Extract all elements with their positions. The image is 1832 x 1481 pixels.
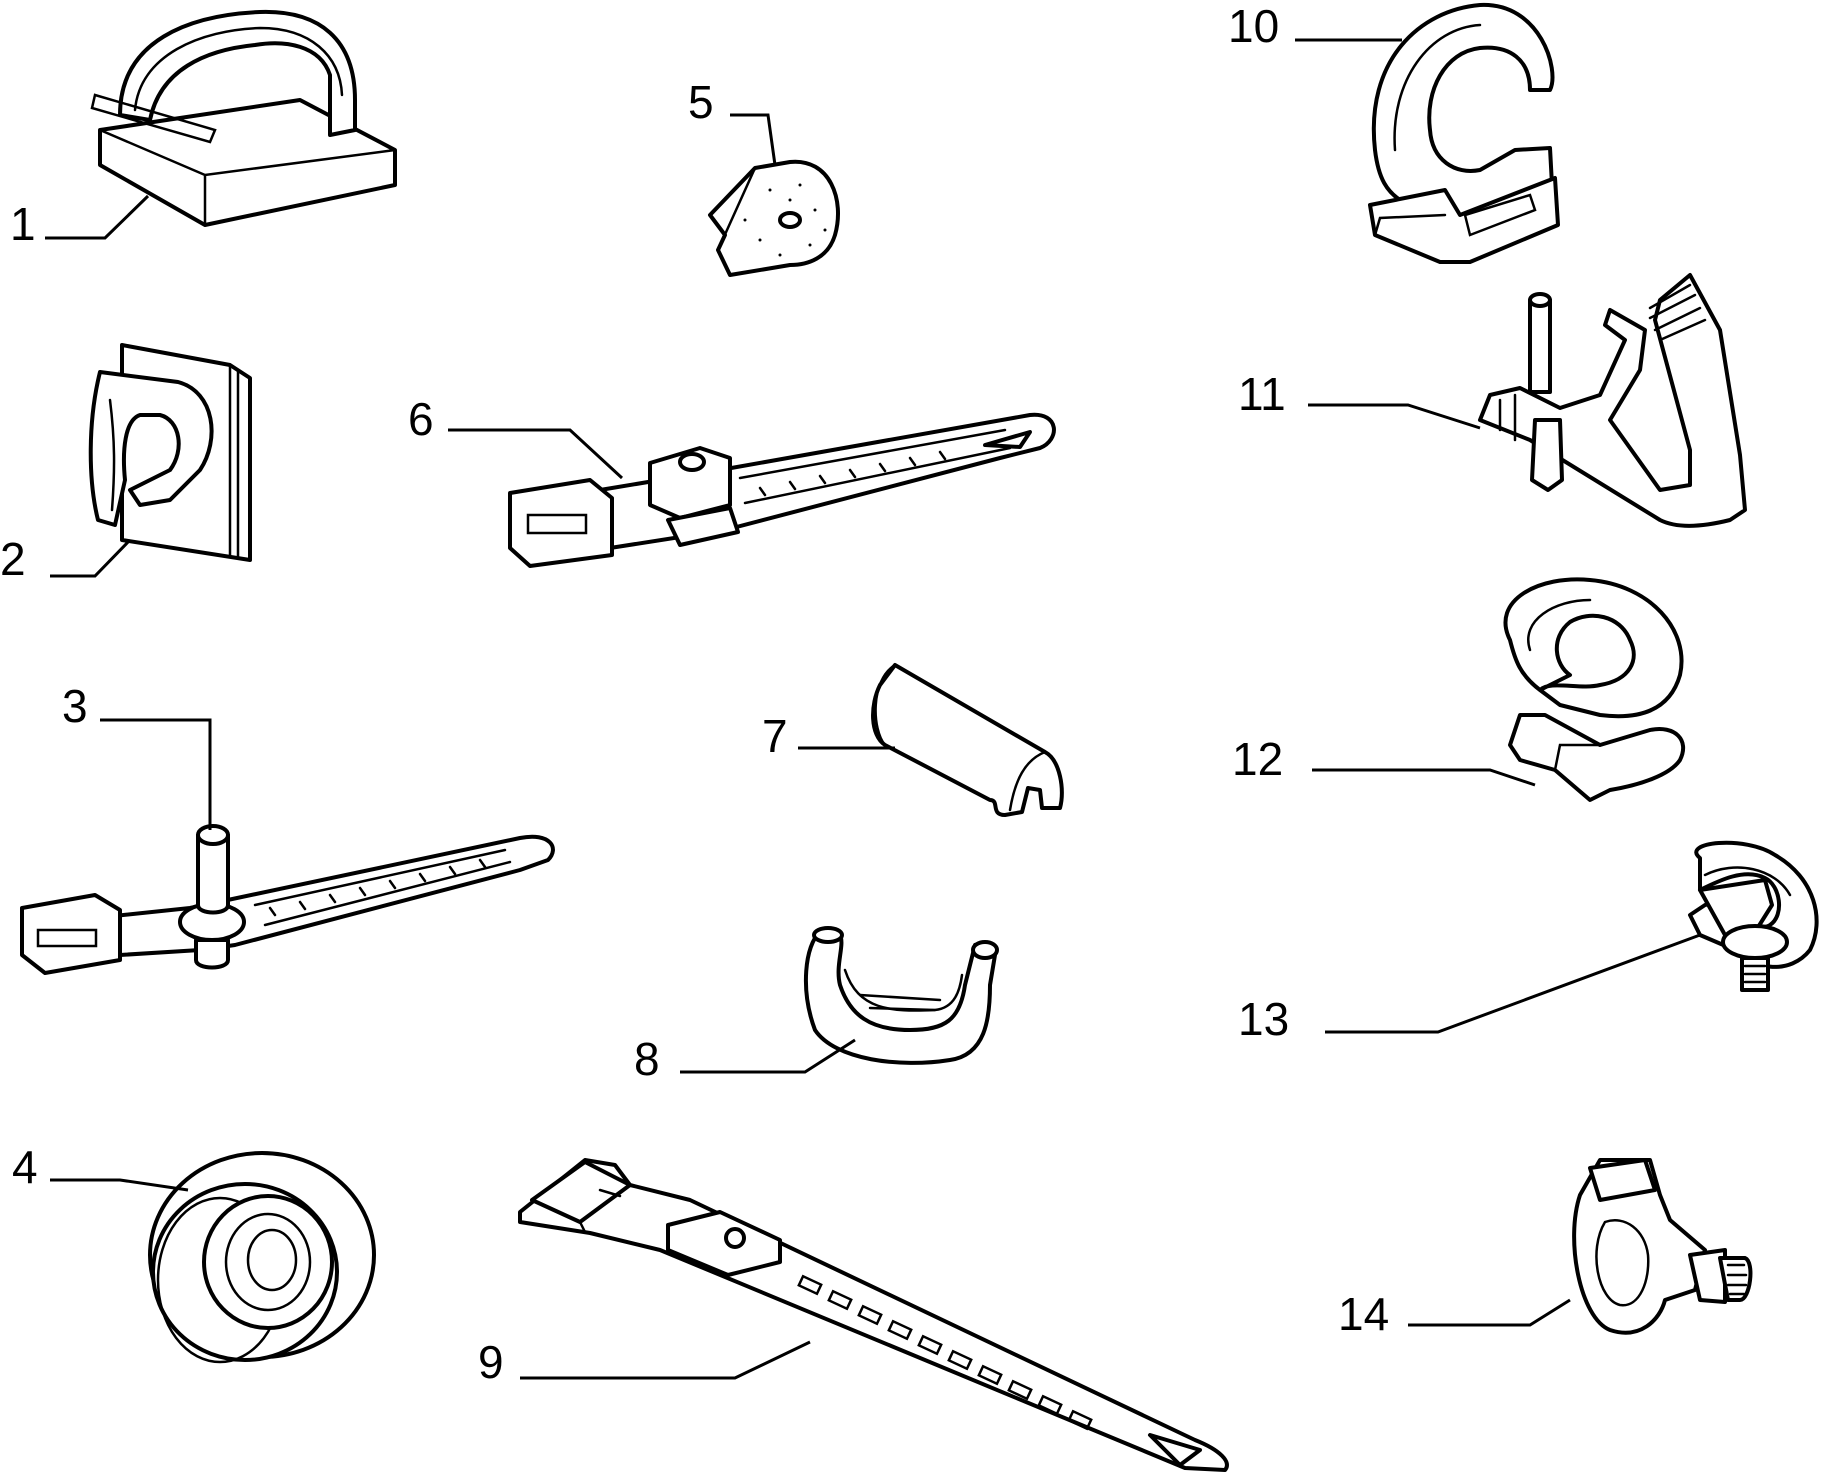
label-12: 12 (1232, 733, 1283, 785)
edge-sleeve-icon (871, 663, 1064, 817)
pipe-hook-clip-icon (1503, 577, 1686, 802)
callout-4: 4 (12, 1141, 189, 1193)
callout-11: 11 (1238, 368, 1481, 430)
label-6: 6 (408, 393, 434, 445)
ring-clip-with-stud-icon (1688, 840, 1819, 992)
u-profile-edge-trim-icon (804, 926, 999, 1065)
adhesive-cable-clip-icon (90, 9, 397, 227)
callout-7: 7 (762, 710, 895, 762)
screw-clamp-icon (1572, 1158, 1753, 1335)
callout-3: 3 (62, 680, 212, 830)
leader-line-1 (45, 194, 150, 240)
leader-line-11 (1308, 403, 1481, 430)
label-7: 7 (762, 710, 788, 762)
callout-2: 2 (0, 533, 132, 585)
leader-line-5 (730, 113, 777, 166)
leader-line-2 (50, 538, 132, 578)
callout-14: 14 (1338, 1288, 1571, 1340)
leader-line-8 (680, 1038, 856, 1074)
snap-clip-icon (1368, 2, 1560, 264)
callout-12: 12 (1232, 733, 1536, 787)
callout-10: 10 (1228, 0, 1402, 52)
leader-line-9 (520, 1340, 811, 1380)
label-4: 4 (12, 1141, 38, 1193)
label-10: 10 (1228, 0, 1279, 52)
label-9: 9 (478, 1336, 504, 1388)
callout-6: 6 (408, 393, 624, 480)
label-3: 3 (62, 680, 88, 732)
label-11: 11 (1238, 368, 1286, 420)
label-1: 1 (10, 198, 36, 250)
leader-line-14 (1408, 1298, 1571, 1327)
callout-8: 8 (634, 1033, 856, 1085)
cable-tie-with-block-icon (508, 412, 1056, 568)
leader-line-6 (448, 428, 624, 480)
callout-13: 13 (1238, 933, 1701, 1045)
label-14: 14 (1338, 1288, 1389, 1340)
leader-line-12 (1312, 768, 1536, 787)
label-5: 5 (688, 76, 714, 128)
callout-9: 9 (478, 1336, 811, 1388)
leader-line-13 (1325, 933, 1701, 1034)
adhesive-pipe-clip-icon (88, 343, 252, 562)
leader-line-3 (100, 718, 212, 830)
mounting-strap-icon (518, 1158, 1229, 1472)
callout-1: 1 (10, 194, 150, 250)
label-2: 2 (0, 533, 26, 585)
label-13: 13 (1238, 993, 1289, 1045)
grommet-icon (148, 1151, 376, 1364)
foam-pad-icon (708, 159, 840, 277)
label-8: 8 (634, 1033, 660, 1085)
leader-line-4 (50, 1178, 189, 1192)
cable-tie-with-pin-icon (20, 824, 555, 975)
callout-5: 5 (688, 76, 777, 166)
bracket-clip-icon (1478, 273, 1747, 528)
